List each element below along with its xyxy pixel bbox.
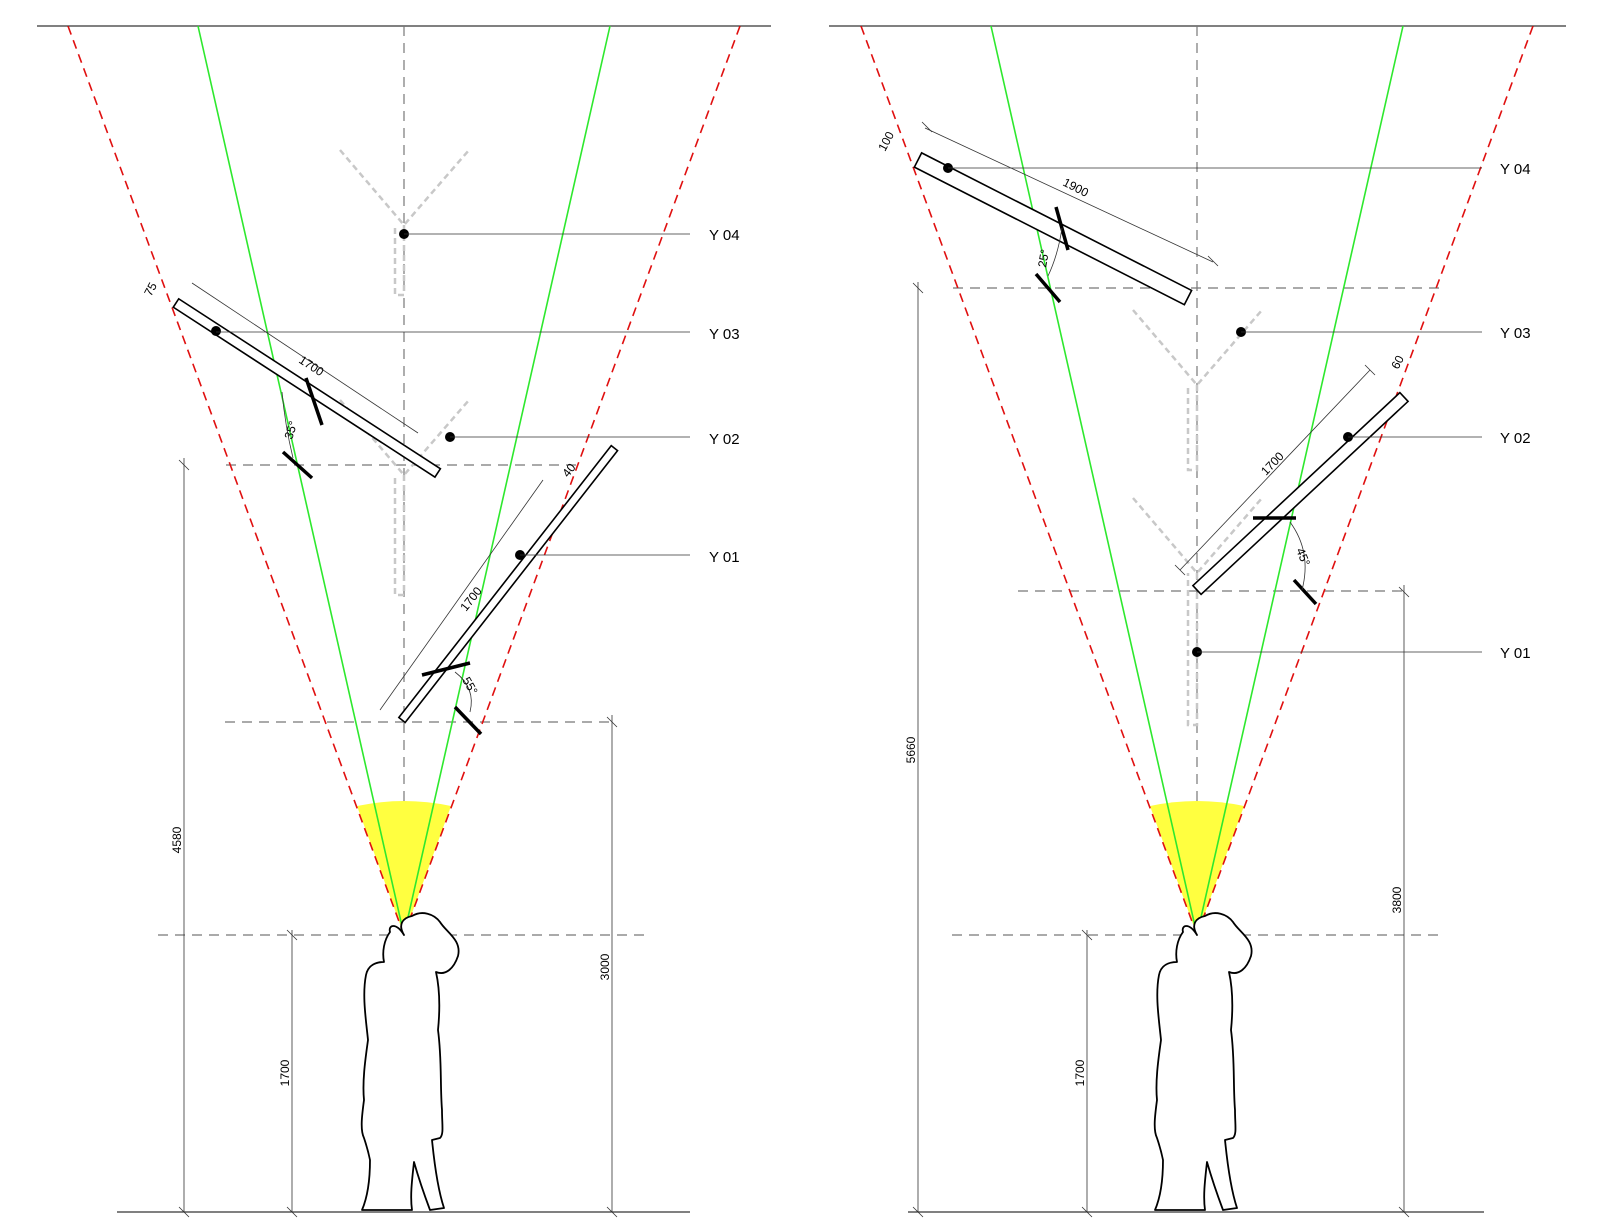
dim-panel-upper-length-left: 1700: [296, 353, 326, 379]
panel-upper-dim-line: [191, 282, 419, 434]
dim-overall-right: 5660: [904, 736, 918, 763]
panel-upper-dim-line: [924, 127, 1214, 263]
ghost-branch-y02: [339, 399, 470, 597]
angle-lower-right: 45°: [1293, 546, 1313, 568]
view-cone-right: [403, 25, 741, 936]
panel-upper-board: [172, 297, 442, 479]
dim-panel-upper-length-right: 1900: [1061, 175, 1091, 200]
label-y02-left: Y 02: [709, 431, 740, 448]
angle-upper-right: 25°: [1035, 248, 1052, 268]
level-dot-y03: [211, 326, 221, 336]
panel-upper: [913, 127, 1214, 306]
angle-arc-upper: [1047, 227, 1063, 277]
panel-lower-board: [1191, 391, 1410, 596]
dim-ticks-right: [912, 121, 1410, 1218]
sight-line-left: [990, 25, 1198, 936]
label-y01-right: Y 01: [1500, 645, 1531, 662]
label-y02-right: Y 02: [1500, 430, 1531, 447]
dim-eye-right: 1700: [1073, 1059, 1087, 1086]
label-y04-right: Y 04: [1500, 161, 1531, 178]
dim-panel-upper-thickness-right: 100: [875, 129, 897, 154]
panel-upper-tick-b: [1034, 272, 1062, 304]
panel-lower: [1179, 369, 1410, 606]
sight-line-left: [197, 25, 405, 936]
dim-panel-lower-thickness-left: 40: [559, 460, 578, 479]
panel-upper-tick-a: [304, 377, 324, 426]
person-figure-right: [1153, 912, 1253, 1211]
angle-arc-lower: [1289, 521, 1306, 591]
panel-lower: [379, 444, 619, 736]
view-cone-right: [1196, 25, 1534, 936]
view-cone-left: [67, 25, 405, 936]
angle-arc-lower: [454, 671, 472, 713]
dim-low-edge-left: 3000: [598, 953, 612, 980]
panel-lower-tick-b: [1292, 578, 1318, 606]
right-diagram: [829, 25, 1566, 1218]
label-y01-left: Y 01: [709, 549, 740, 566]
label-y03-left: Y 03: [709, 326, 740, 343]
label-y04-left: Y 04: [709, 227, 740, 244]
panel-upper-tick-b: [281, 450, 314, 480]
dim-panel-lower-thickness-right: 60: [1388, 353, 1407, 372]
eye-field: [357, 801, 451, 935]
dim-low-edge-right: 3800: [1390, 886, 1404, 913]
angle-upper-left: 35°: [282, 419, 301, 441]
dim-eye-left: 1700: [278, 1059, 292, 1086]
left-diagram: [37, 25, 771, 1218]
dim-panel-upper-thickness-left: 75: [141, 280, 160, 299]
eye-field: [1150, 801, 1244, 935]
panel-lower-tick-a: [421, 661, 471, 677]
panel-lower-dim-line: [1179, 369, 1371, 571]
ghost-branch-y04: [339, 149, 470, 297]
panel-upper: [172, 282, 442, 480]
panel-lower-dim-line: [379, 479, 544, 711]
person-figure-left: [360, 912, 460, 1211]
dim-overall-left: 4580: [170, 826, 184, 853]
panel-lower-tick-b: [453, 705, 483, 736]
label-y03-right: Y 03: [1500, 325, 1531, 342]
angle-arc-upper: [281, 391, 294, 459]
panel-upper-board: [913, 151, 1193, 306]
dim-panel-lower-length-right: 1700: [1258, 449, 1287, 478]
panel-lower-board: [397, 444, 619, 724]
sight-line-right: [403, 25, 611, 936]
dim-ticks-left: [178, 459, 618, 1218]
sight-line-right: [1196, 25, 1404, 936]
view-cone-left: [860, 25, 1198, 936]
